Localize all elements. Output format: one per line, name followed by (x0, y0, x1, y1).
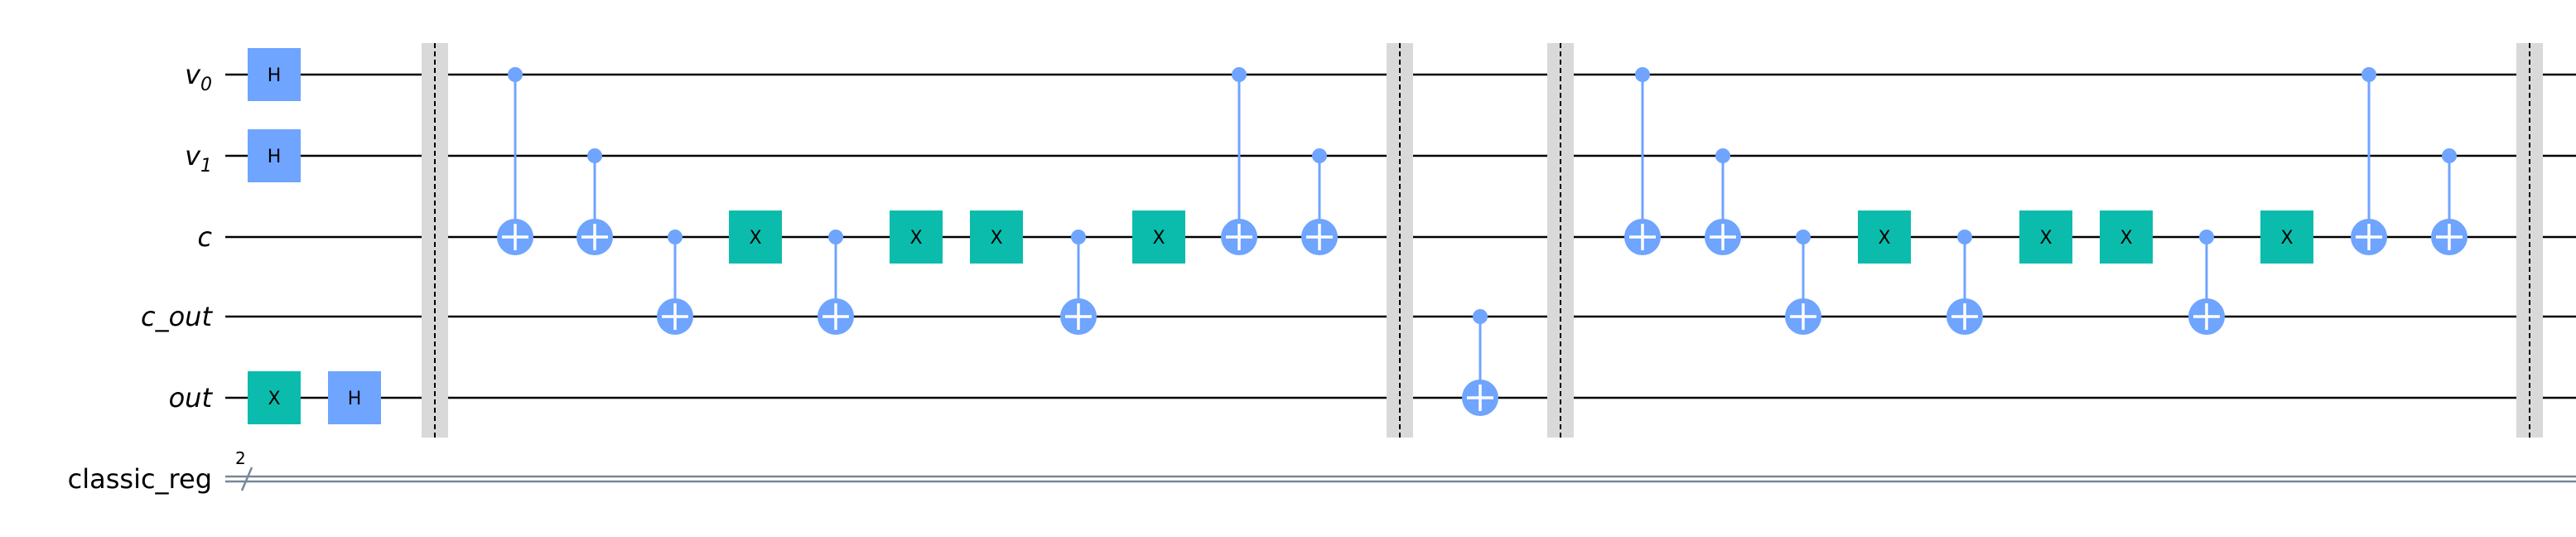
wire-label-v1: v1 (185, 140, 212, 177)
x-gate-label: X (2120, 228, 2132, 249)
wire-label-v0: v0 (185, 59, 212, 95)
cnot-control-dot (587, 148, 602, 163)
x-gate (1858, 210, 1911, 264)
classical-wire-slash (240, 467, 253, 491)
x-gate (729, 210, 782, 264)
h-gate (328, 371, 381, 424)
wire-label-c_out: c_out (141, 301, 213, 332)
cnot-control-dot (828, 230, 843, 244)
x-gate-label: X (909, 228, 922, 249)
x-gate (1132, 210, 1185, 264)
barrier (1547, 43, 1574, 438)
classical-bit-count: 2 (235, 448, 246, 468)
barriers-layer (422, 43, 2543, 438)
x-gate-label: X (1152, 228, 1165, 249)
cnot-control-dot (1635, 67, 1650, 82)
cnot-control-dot (1957, 230, 1972, 244)
x-gate-label: X (2039, 228, 2052, 249)
cnot-control-dot (1715, 148, 1730, 163)
x-gate-label: X (1878, 228, 1890, 249)
cnot-control-dot (2442, 148, 2457, 163)
barrier (2516, 43, 2543, 438)
h-gate (248, 48, 301, 101)
cnot-control-dot (1232, 67, 1247, 82)
cnot-control-dot (2199, 230, 2214, 244)
cnot-control-dot (2361, 67, 2376, 82)
wire-label-classic_reg: classic_reg (68, 463, 212, 495)
x-gate-label: X (749, 228, 761, 249)
x-gate (970, 210, 1023, 264)
x-gate-label: X (268, 389, 280, 409)
h-gate-label: H (348, 389, 362, 409)
x-gate-label: X (990, 228, 1002, 249)
cnot-control-dot (668, 230, 683, 244)
barrier (422, 43, 448, 438)
x-gate (2100, 210, 2153, 264)
x-gate (890, 210, 943, 264)
cnot-control-dot (1312, 148, 1327, 163)
x-gate (2260, 210, 2313, 264)
cnot-control-dot (508, 67, 523, 82)
h-gate-label: H (268, 147, 282, 167)
cnot-control-dot (1796, 230, 1811, 244)
h-gate-label: H (268, 65, 282, 86)
wire-label-c: c (197, 221, 212, 253)
x-gate-label: X (2280, 228, 2293, 249)
cnot-control-dot (1071, 230, 1086, 244)
x-gate (248, 371, 301, 424)
wire-label-out: out (169, 382, 214, 414)
h-gate (248, 129, 301, 182)
x-gate (2019, 210, 2072, 264)
cnot-control-dot (1473, 309, 1488, 324)
operations-layer: H H X H X X X X X X X X (248, 48, 2467, 424)
barrier (1387, 43, 1413, 438)
